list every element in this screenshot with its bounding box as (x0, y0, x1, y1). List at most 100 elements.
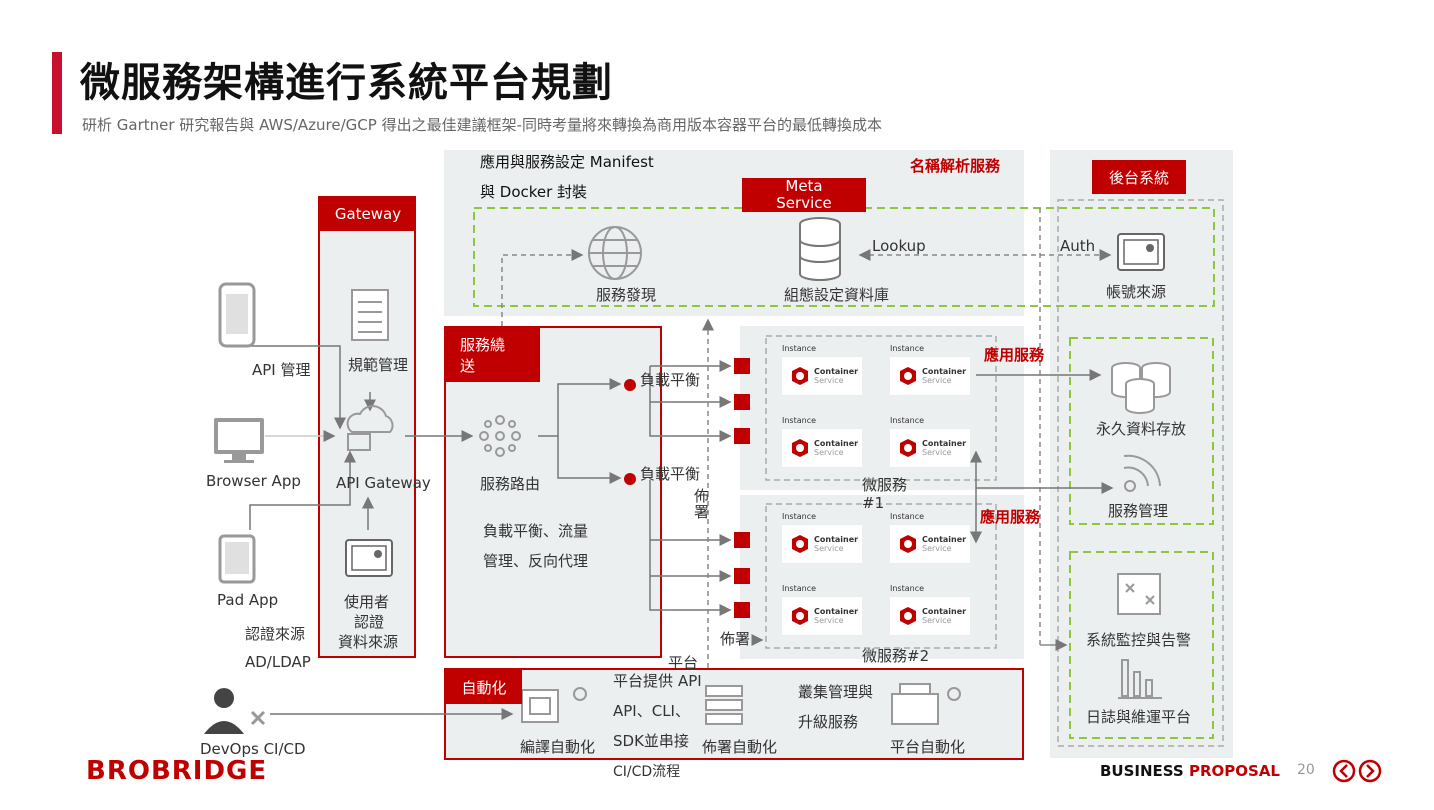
container-label: Container (922, 607, 967, 616)
platform-provide-3: SDK並串接 (613, 732, 689, 750)
meta-service-box: Meta Service (742, 178, 866, 212)
ms1-label-2: #1 (862, 494, 885, 512)
api-gateway-label: API Gateway (336, 474, 431, 492)
auth-source-label: 認證來源 (245, 625, 306, 643)
manifest-label-1: 應用與服務設定 Manifest (480, 153, 654, 171)
service-label: Service (814, 616, 844, 625)
service-label: Service (814, 448, 844, 457)
deploy-vertical-label: 佈署 (694, 487, 710, 521)
platform-provide-4: CI/CD流程 (613, 764, 681, 780)
api-label: API (678, 672, 702, 690)
database-icon (799, 217, 841, 281)
ms1-grey-dashed (765, 335, 997, 481)
platform-provide-1: 平台提供 (613, 672, 674, 690)
platform-label: 平台 (668, 654, 699, 672)
service-label: Service (814, 544, 844, 553)
prev-page-button[interactable] (1334, 761, 1354, 781)
user-card-icon (345, 539, 393, 577)
devops-person-icon (204, 688, 266, 734)
brobridge-logo: BROBRIDGE (86, 756, 268, 786)
app-service-label-2: 應用服務 (980, 508, 1041, 526)
tablet-icon (218, 534, 256, 584)
business-word: BUSINESS (1100, 762, 1184, 780)
ad-ldap-label: AD/LDAP (245, 653, 311, 671)
server-icon (705, 685, 743, 725)
prev-icon (1332, 759, 1356, 783)
gateway-header: Gateway (320, 197, 416, 231)
account-source-label: 帳號來源 (1106, 283, 1167, 301)
ms2-label: 微服務#2 (862, 647, 930, 665)
desktop-icon (214, 418, 264, 463)
monitor-dashed-box (1069, 551, 1214, 739)
deploy-label: 佈署 (720, 630, 751, 648)
business-proposal: BUSINESS PROPOSAL (1100, 762, 1280, 780)
user-auth-label-2: 認證 (354, 613, 385, 631)
backend-header: 後台系統 (1092, 160, 1186, 194)
storage-database-icon (1111, 362, 1171, 414)
container-service-icon (792, 439, 808, 457)
instance-label: Instance (890, 416, 925, 425)
spec-document-icon (351, 289, 389, 341)
instance-label: Instance (890, 344, 925, 353)
instance-label: Instance (782, 512, 817, 521)
rss-feed-icon (1123, 454, 1161, 492)
instance-label: Instance (782, 584, 817, 593)
orchestration-header-1: 服務繞 (460, 336, 506, 354)
instance-label: Instance (782, 416, 817, 425)
next-page-button[interactable] (1360, 761, 1380, 781)
phone-icon (218, 282, 256, 348)
auth-label: Auth (1060, 237, 1096, 255)
monitor-label: 系統監控與告警 (1086, 631, 1192, 649)
compile-auto-label: 編譯自動化 (520, 738, 596, 756)
printer-gear-icon (891, 683, 961, 725)
instance-label: Instance (890, 584, 925, 593)
user-auth-label-3: 資料來源 (338, 633, 399, 651)
page-subtitle: 研析 Gartner 研究報告與 AWS/Azure/GCP 得出之最佳建議框架… (82, 116, 883, 134)
platform-provide-2: API、CLI、 (613, 702, 690, 720)
instance-label: Instance (890, 512, 925, 521)
storage-dashed-box (1069, 337, 1214, 525)
routing-label: 服務路由 (480, 475, 541, 493)
browser-app-label: Browser App (206, 472, 301, 490)
proposal-word: PROPOSAL (1188, 762, 1280, 780)
log-platform-label: 日誌與維運平台 (1086, 708, 1192, 726)
automation-header: 自動化 (446, 670, 522, 704)
backend-grey-dashed (1057, 199, 1224, 747)
next-icon (1358, 759, 1382, 783)
lb-label-2: 負載平衡 (640, 465, 701, 483)
title-accent-bar (52, 52, 62, 134)
api-manage-label: API 管理 (252, 359, 311, 380)
orchestration-desc-1: 負載平衡、流量 (483, 522, 589, 540)
lb-label-1: 負載平衡 (640, 371, 701, 389)
container-service-icon (792, 367, 808, 385)
name-service-header: 名稱解析服務 (910, 157, 1001, 175)
service-mgmt-label: 服務管理 (1108, 502, 1169, 520)
discovery-label: 服務發現 (596, 286, 657, 304)
spec-manage-label: 規範管理 (348, 356, 409, 374)
lookup-label: Lookup (872, 237, 926, 255)
devops-label: DevOps CI/CD (200, 740, 306, 758)
container-service-icon (900, 439, 916, 457)
service-label: Service (922, 448, 952, 457)
container-service-icon (900, 367, 916, 385)
chip-icon (521, 687, 587, 723)
bar-chart-icon (1118, 659, 1162, 699)
meta-label-2: Service (776, 194, 832, 212)
ms2-grey-dashed (765, 503, 997, 649)
monitor-map-icon (1117, 573, 1161, 615)
config-db-label: 組態設定資料庫 (784, 286, 890, 304)
service-label: Service (922, 376, 952, 385)
platform-auto-label: 平台自動化 (890, 738, 966, 756)
container-label: Container (814, 607, 859, 616)
storage-label: 永久資料存放 (1096, 420, 1187, 438)
page-title: 微服務架構進行系統平台規劃 (80, 60, 613, 106)
container-label: Container (814, 367, 859, 376)
